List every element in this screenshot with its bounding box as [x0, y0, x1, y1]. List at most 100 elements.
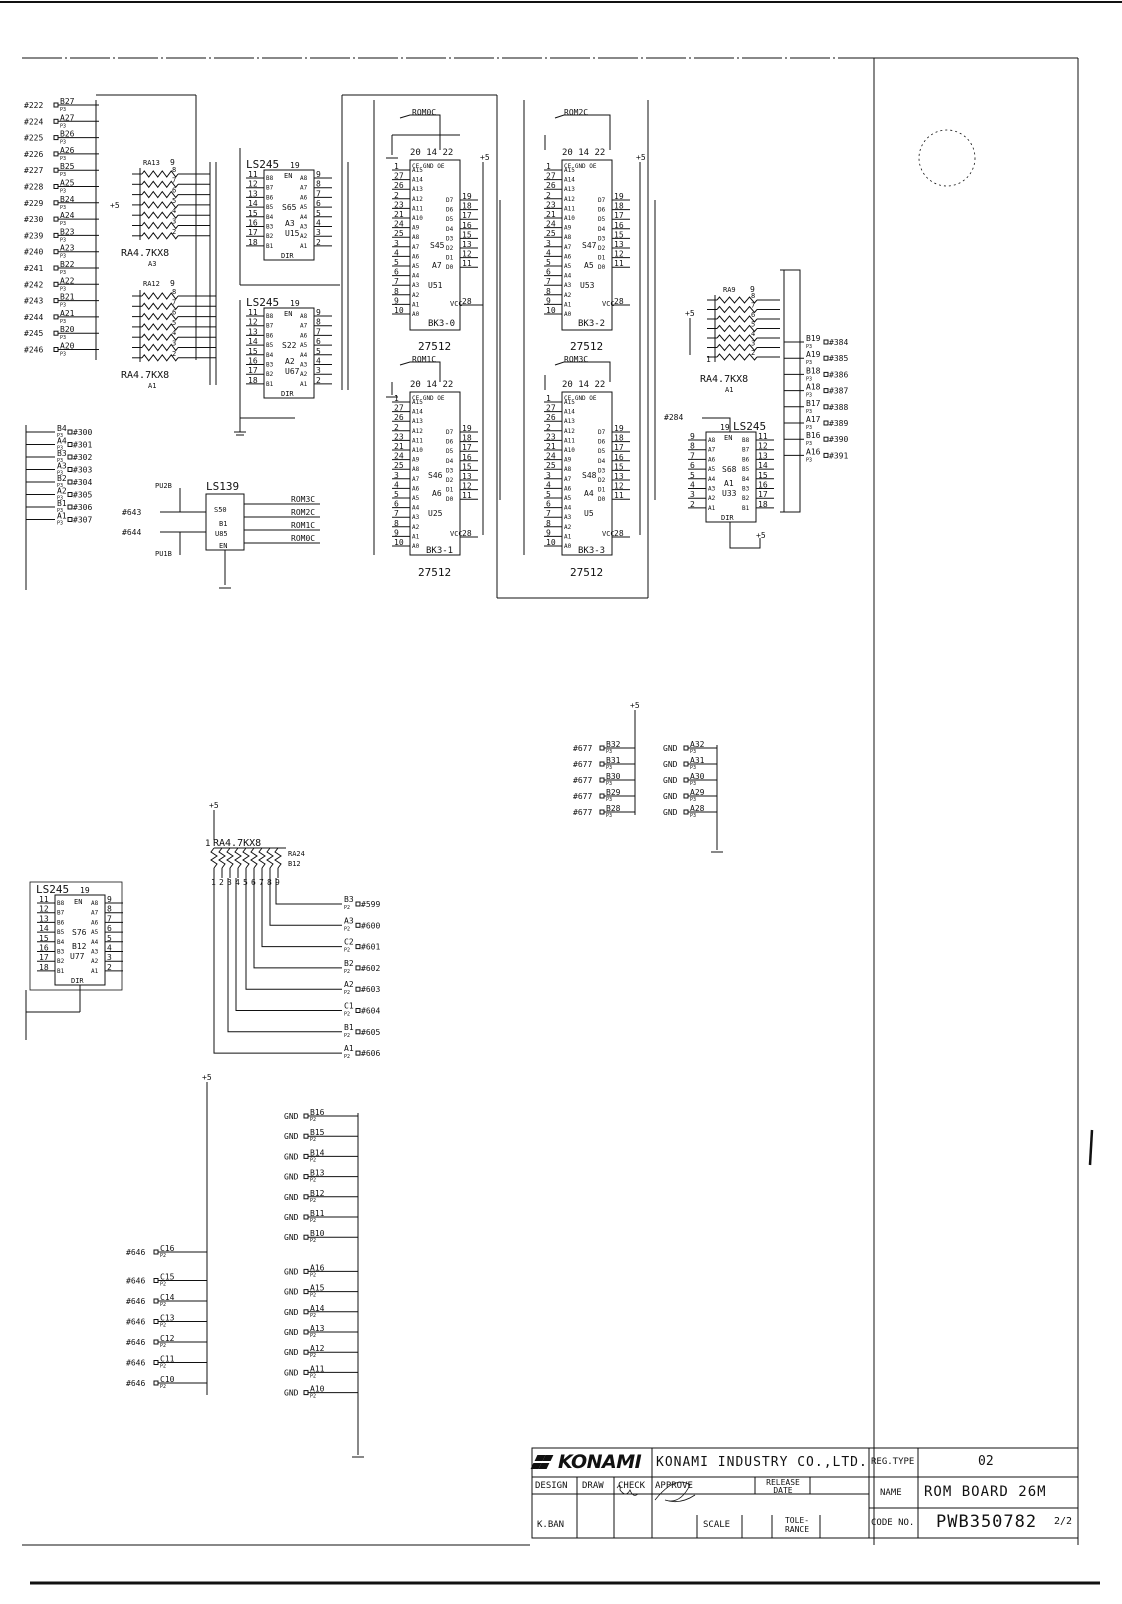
svg-text:U53: U53: [580, 281, 595, 290]
pin-name: B1: [57, 968, 65, 975]
pin-number: 9: [690, 432, 695, 441]
pin-number: 11: [614, 491, 624, 500]
svg-text:+5: +5: [209, 801, 219, 810]
svg-text:CE GND OE: CE GND OE: [564, 163, 597, 170]
resistor: [210, 847, 218, 869]
connector-pin: B15: [310, 1128, 325, 1137]
pin-name: B4: [266, 214, 274, 221]
connector-ref: P3: [60, 156, 66, 162]
connector-pad: [53, 184, 59, 189]
pin-name: D5: [446, 448, 454, 455]
pin-name: B7: [57, 910, 65, 917]
connector-ref: P3: [806, 376, 812, 382]
connector-ref: P3: [60, 319, 66, 325]
connector-pin: A3: [344, 916, 354, 925]
connector-ref: P3: [60, 352, 66, 358]
pin-name: D3: [598, 467, 606, 474]
svg-text:1: 1: [706, 355, 711, 364]
connector-pad: [153, 1319, 159, 1324]
pin-number: 24: [394, 452, 404, 461]
pin-name: A11: [564, 205, 575, 212]
connector-ref: P3: [57, 458, 63, 464]
connector-pad: [355, 944, 361, 950]
connector-ref: P3: [606, 749, 612, 755]
svg-text:RA4.7KX8: RA4.7KX8: [213, 838, 261, 849]
svg-text:A1: A1: [725, 386, 733, 394]
pin-name: D7: [598, 429, 606, 436]
tolerance-label: TOLE-RANCE: [784, 1516, 810, 1534]
pin-number: 2: [751, 349, 755, 357]
connector-pin: B12: [310, 1189, 325, 1198]
pin-name: A0: [564, 543, 572, 550]
pin-number: 26: [394, 413, 404, 422]
pin-number: 16: [248, 219, 258, 228]
pin-number: 5: [546, 258, 551, 267]
pin-name: A12: [412, 196, 423, 203]
connector-pin: B17: [806, 399, 821, 408]
connector-ref: P3: [60, 270, 66, 276]
pin-number: 21: [546, 210, 556, 219]
pin-number: 25: [546, 229, 556, 238]
pin-name: A1: [300, 243, 308, 250]
connector-pad: [53, 347, 59, 352]
svg-text:EN: EN: [724, 434, 732, 442]
connector-pin: A15: [310, 1284, 325, 1293]
connector-ref: P3: [606, 765, 612, 771]
svg-text:VCC: VCC: [450, 300, 463, 308]
gnd-label: GND: [284, 1233, 299, 1242]
pin-number: 7: [172, 298, 176, 306]
connector-ref: P3: [57, 471, 63, 477]
pin-number: 8: [107, 905, 112, 914]
svg-text:DIR: DIR: [721, 514, 734, 522]
pin-number: 14: [248, 199, 258, 208]
connector-ref: P3: [806, 393, 812, 399]
pin-number: 7: [546, 277, 551, 286]
connector-ref: P2: [160, 1364, 166, 1370]
connector-ref: P3: [806, 344, 812, 350]
net-label: #306: [73, 503, 92, 512]
net-label: #603: [361, 985, 380, 994]
pin-number: 4: [546, 248, 551, 257]
wire: [261, 878, 342, 948]
pin-number: 12: [614, 250, 624, 259]
connector-ref: P2: [310, 1238, 316, 1244]
pin-number: 4: [316, 357, 321, 366]
pin-number: 8: [751, 292, 755, 300]
net-label: #385: [829, 354, 848, 363]
pin-number: 16: [39, 944, 49, 953]
connector-pin: B27: [60, 97, 75, 106]
pin-number: 13: [758, 451, 768, 460]
connector-pin: A27: [60, 113, 75, 122]
pin-number: 18: [614, 434, 624, 443]
connector-pin: C11: [160, 1355, 175, 1364]
pin-name: A2: [564, 524, 572, 531]
connector-pin: A18: [806, 383, 821, 392]
connector-pad: [53, 314, 59, 320]
pin-number: 13: [248, 327, 258, 336]
pin-name: A1: [564, 301, 572, 308]
wire: [275, 878, 342, 905]
pin-name: A2: [300, 233, 308, 240]
net-label: #300: [73, 428, 92, 437]
connector-pad: [53, 200, 59, 206]
pin-number: 18: [39, 963, 49, 972]
connector-pad: [53, 249, 59, 255]
connector-pad: [303, 1329, 309, 1335]
resistor: [141, 211, 179, 220]
connector-pad: [355, 901, 361, 907]
pin-number: 26: [546, 181, 556, 190]
pin-number: 5: [172, 197, 176, 205]
pin-number: 5: [546, 490, 551, 499]
connector-pad: [355, 1008, 361, 1013]
pin-name: A4: [91, 939, 99, 946]
gnd-label: GND: [284, 1267, 299, 1276]
connector-pad: [53, 102, 59, 108]
pin-number: 2: [546, 423, 551, 432]
connector-pin: A24: [60, 211, 75, 220]
pin-number: 3: [394, 471, 399, 480]
pin-number: 16: [614, 453, 624, 462]
net-label: #646: [126, 1379, 145, 1388]
gnd-label: GND: [284, 1173, 299, 1182]
